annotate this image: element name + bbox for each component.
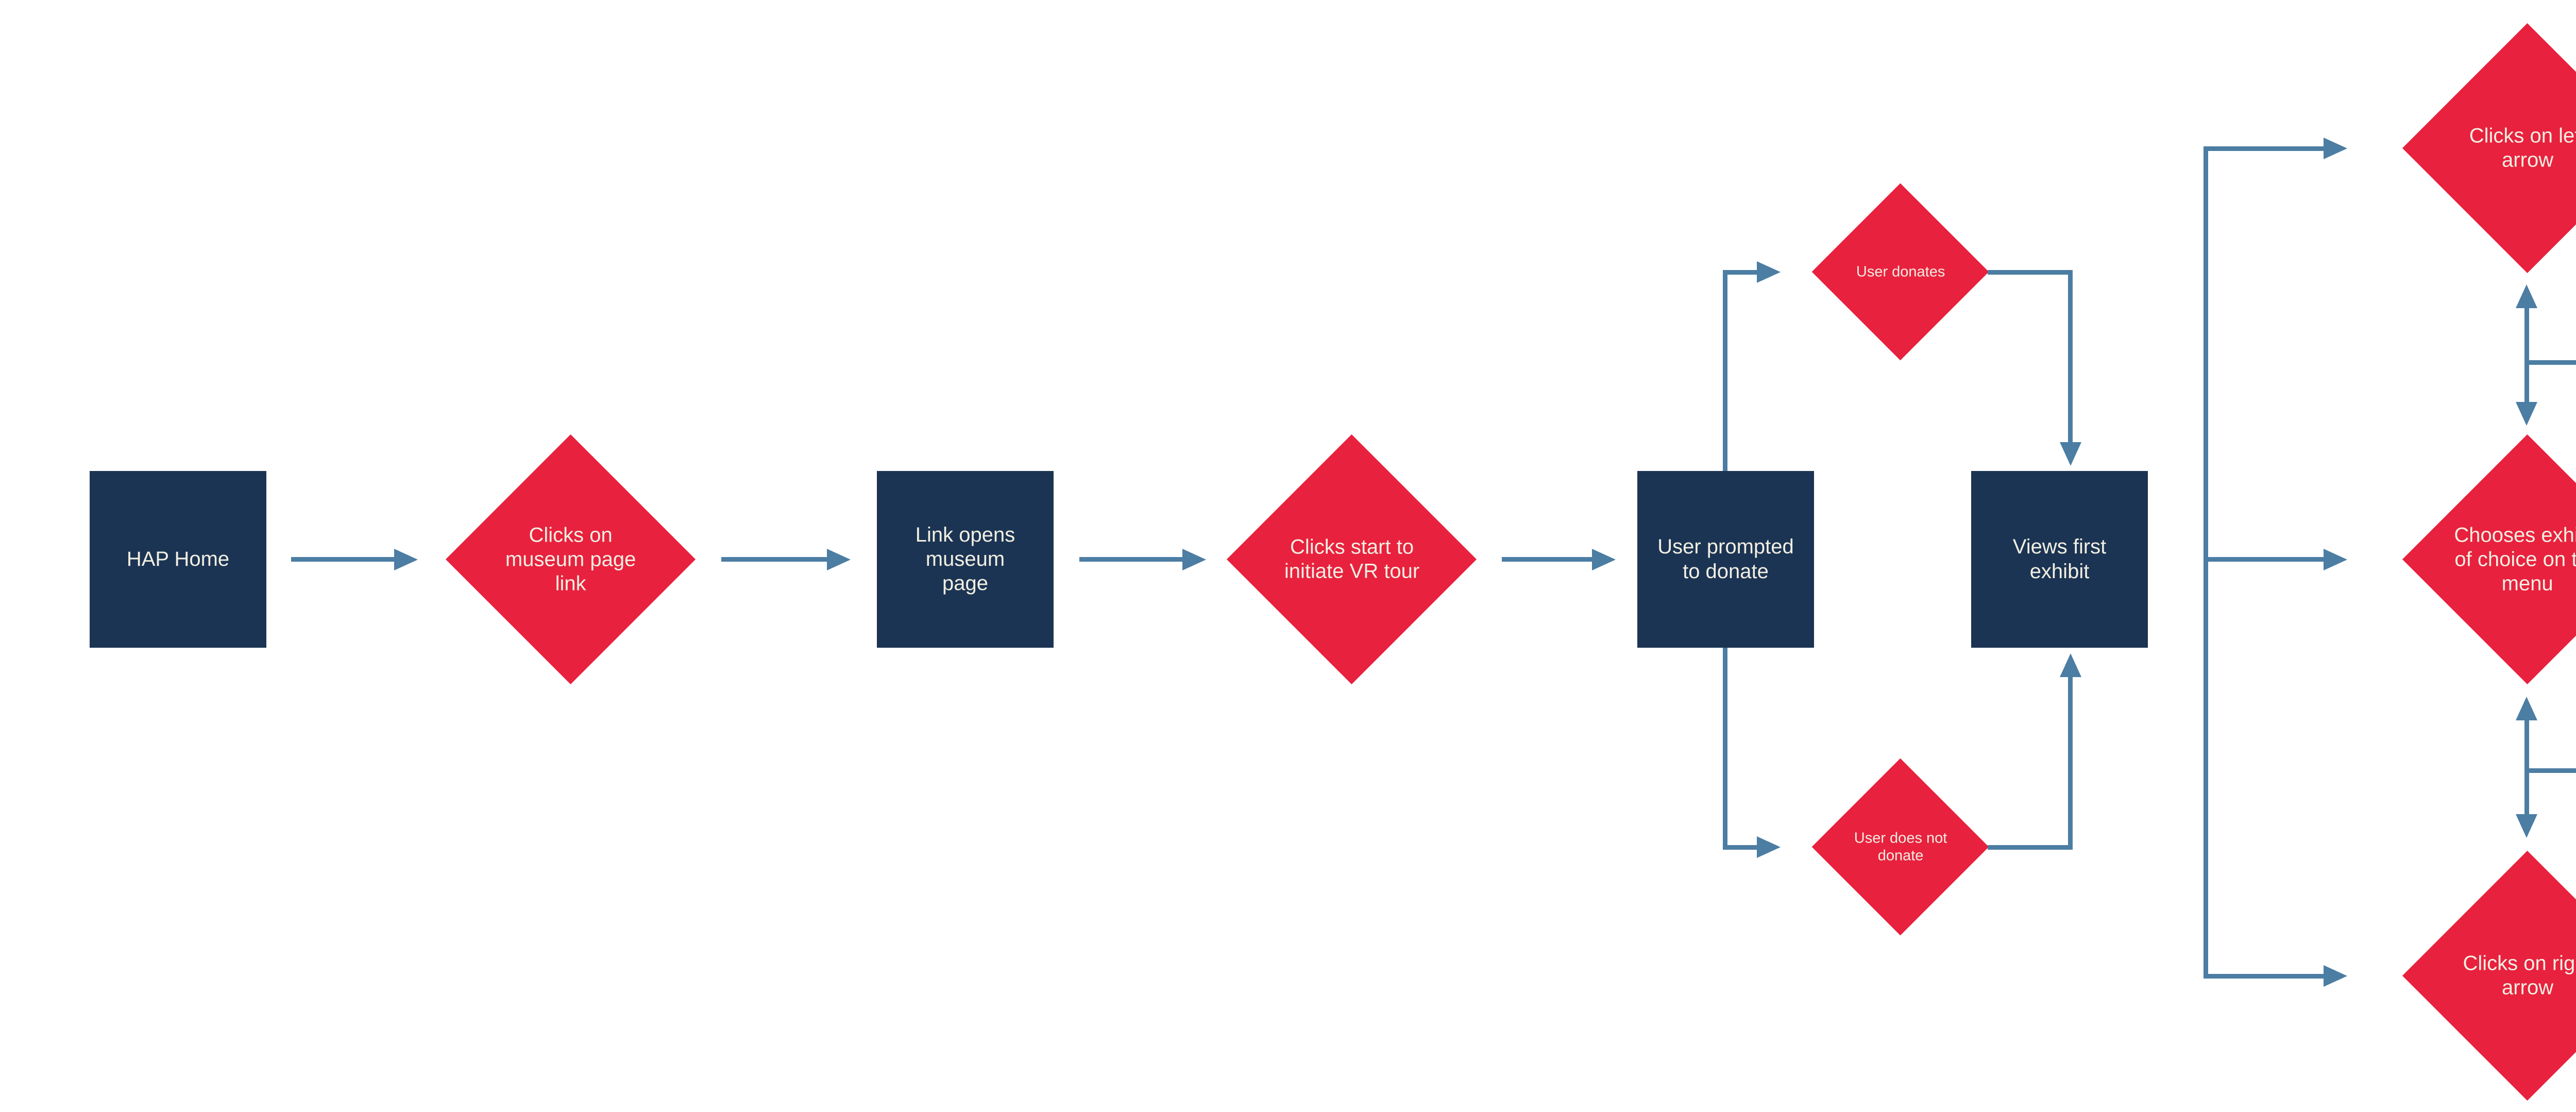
arrowhead-right-icon [2324,549,2347,570]
node-label: User donates [1856,263,1945,280]
connector-museum-link-to-link-opens [721,557,827,562]
node-chooses-exhibit-of-choice: Chooses exhibit of choice on the menu [2402,434,2576,685]
node-hap-home: HAP Home [90,471,266,648]
arrowhead-up-icon [2516,284,2537,308]
node-label: User prompted to donate [1657,535,1794,583]
node-label: Views first exhibit [2012,535,2107,583]
node-label: Clicks start to initiate VR tour [1284,535,1419,583]
arrowhead-up-icon [2060,653,2081,677]
connector-hap-to-museum-link [291,557,394,562]
arrowhead-right-icon [2324,965,2347,987]
connector-trunk-to-right-arrow [2204,974,2324,979]
connector-trunk-to-chooses [2204,557,2324,562]
arrowhead-right-icon [394,549,418,570]
connector-donates-down [2068,270,2073,442]
arrowhead-right-icon [1757,261,1781,283]
node-user-does-not-donate: User does not donate [1811,758,1989,936]
connector-branch-trunk [2204,146,2208,978]
arrowhead-right-icon [827,549,851,570]
node-clicks-on-museum-page-link: Clicks on museum page link [445,434,696,685]
node-user-prompted-to-donate: User prompted to donate [1637,471,1814,648]
node-clicks-on-right-arrow: Clicks on right arrow [2402,850,2576,1101]
connector-link-opens-to-vr-tour [1079,557,1182,562]
arrowhead-right-icon [1592,549,1616,570]
connector-prompt-down [1723,648,1727,850]
connector-upper-h-bar [2527,360,2576,365]
connector-down-to-no-donate [1723,845,1757,850]
node-views-first-exhibit: Views first exhibit [1971,471,2148,648]
arrowhead-right-icon [1757,836,1781,858]
arrowhead-right-icon [1182,549,1206,570]
node-user-donates: User donates [1811,183,1989,361]
arrowhead-down-icon [2516,814,2537,838]
node-label: Clicks on right arrow [2462,952,2576,999]
connector-no-donate-up [2068,677,2073,847]
arrowhead-right-icon [2324,138,2347,159]
connector-double-arrow-upper [2524,308,2529,402]
connector-double-arrow-lower [2524,720,2529,814]
node-label: HAP Home [126,547,230,570]
arrowhead-up-icon [2516,697,2537,720]
node-label: Clicks on museum page link [505,523,636,595]
connector-donates-out [1988,270,2073,275]
node-link-opens-museum-page: Link opens museum page [877,471,1054,648]
node-label: User does not donate [1854,830,1947,864]
connector-lower-h-bar [2527,768,2576,773]
arrowhead-down-icon [2516,402,2537,426]
connector-prompt-up [1723,270,1727,471]
node-clicks-start-to-initiate-vr-tour: Clicks start to initiate VR tour [1226,434,1477,685]
node-label: Link opens museum page [915,523,1015,595]
node-label: Chooses exhibit of choice on the menu [2454,523,2576,595]
connector-no-donate-out [1988,845,2073,850]
connector-vr-tour-to-prompt [1502,557,1592,562]
arrowhead-down-icon [2060,442,2081,466]
connector-trunk-to-left-arrow [2204,146,2324,151]
node-clicks-on-left-arrow: Clicks on left arrow [2402,23,2576,274]
node-label: Clicks on left arrow [2469,124,2576,172]
connector-up-to-donates [1723,270,1757,275]
